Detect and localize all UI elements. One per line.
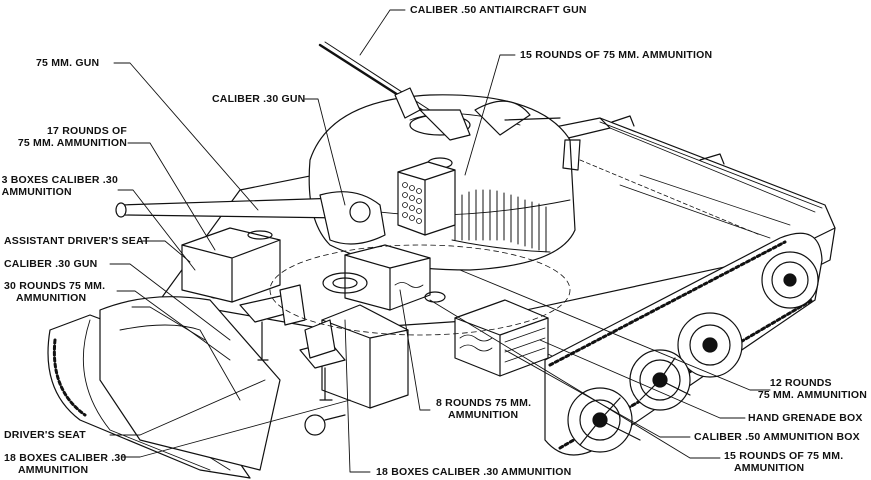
label-15-rounds-br-l2: AMMUNITION [734, 462, 805, 474]
label-12-rounds-l1: 12 ROUNDS [769, 377, 832, 389]
label-cal30-gun-top-text: CALIBER .30 GUN [212, 93, 306, 105]
label-15-rounds-top: 15 ROUNDS OF 75 MM. AMMUNITION [520, 49, 712, 61]
label-12-rounds: 12 ROUNDS 75 MM. AMMUNITION [758, 377, 867, 401]
turret-basket [269, 244, 571, 336]
bogie-wheels [567, 251, 819, 453]
label-30-rounds-l2: AMMUNITION [16, 292, 87, 304]
label-assistant-seat: ASSISTANT DRIVER'S SEAT [4, 235, 150, 247]
ammo-boxes [181, 227, 549, 409]
label-grenade-box-text: HAND GRENADE BOX [748, 412, 863, 424]
label-18-boxes-left-l2: AMMUNITION [18, 464, 89, 476]
aa-gun [318, 41, 561, 141]
label-cal30-gun-left-text: CALIBER .30 GUN [4, 258, 98, 270]
label-17-rounds-l1: 17 ROUNDS OF [47, 125, 127, 137]
label-driver-seat-text: DRIVER'S SEAT [4, 429, 86, 441]
label-30-rounds: 30 ROUNDS 75 MM. AMMUNITION [4, 280, 105, 304]
label-15-rounds-top-text: 15 ROUNDS OF 75 MM. AMMUNITION [520, 49, 713, 61]
main-gun [115, 191, 386, 245]
front-hull [99, 281, 346, 471]
label-18-boxes-left: 18 BOXES CALIBER .30 AMMUNITION [4, 452, 126, 476]
label-cal50-box: CALIBER .50 AMMUNITION BOX [694, 431, 860, 443]
label-12-rounds-l2: 75 MM. AMMUNITION [757, 389, 867, 401]
label-assistant-seat-text: ASSISTANT DRIVER'S SEAT [4, 235, 150, 247]
label-cal30-gun-top: CALIBER .30 GUN [212, 93, 305, 105]
turret-shells [451, 189, 551, 253]
label-18-boxes-bottom-text: 18 BOXES CALIBER .30 AMMUNITION [376, 466, 572, 478]
label-17-rounds-l2: 75 MM. AMMUNITION [17, 137, 127, 149]
label-3-boxes-l1: 3 BOXES CALIBER .30 [1, 174, 118, 186]
label-18-boxes-bottom: 18 BOXES CALIBER .30 AMMUNITION [376, 466, 571, 478]
label-3-boxes: 3 BOXES CALIBER .30 AMMUNITION [2, 174, 118, 198]
label-18-boxes-left-l1: 18 BOXES CALIBER .30 [4, 452, 127, 464]
label-8-rounds: 8 ROUNDS 75 MM. AMMUNITION [436, 397, 531, 421]
label-8-rounds-l1: 8 ROUNDS 75 MM. [436, 397, 532, 409]
engine-deck [611, 115, 791, 239]
label-15-rounds-br-l1: 15 ROUNDS OF 75 MM. [724, 450, 844, 462]
label-17-rounds: 17 ROUNDS OF 75 MM. AMMUNITION [18, 125, 127, 149]
label-driver-seat: DRIVER'S SEAT [4, 429, 86, 441]
label-15-rounds-br: 15 ROUNDS OF 75 MM. AMMUNITION [724, 450, 843, 474]
label-8-rounds-l2: AMMUNITION [448, 409, 519, 421]
label-cal50-box-text: CALIBER .50 AMMUNITION BOX [694, 431, 860, 443]
label-75mm-gun-text: 75 MM. GUN [36, 57, 100, 69]
ammo-rack-15 [397, 161, 456, 236]
label-30-rounds-l1: 30 ROUNDS 75 MM. [4, 280, 106, 292]
label-grenade-box: HAND GRENADE BOX [748, 412, 863, 424]
label-aa-gun: CALIBER .50 ANTIAIRCRAFT GUN [410, 4, 587, 16]
seats [239, 284, 346, 401]
label-cal30-gun-left: CALIBER .30 GUN [4, 258, 97, 270]
label-3-boxes-l2: AMMUNITION [1, 186, 72, 198]
label-75mm-gun: 75 MM. GUN [36, 57, 99, 69]
leader-lines [109, 9, 771, 473]
label-aa-gun-text: CALIBER .50 ANTIAIRCRAFT GUN [410, 4, 587, 16]
